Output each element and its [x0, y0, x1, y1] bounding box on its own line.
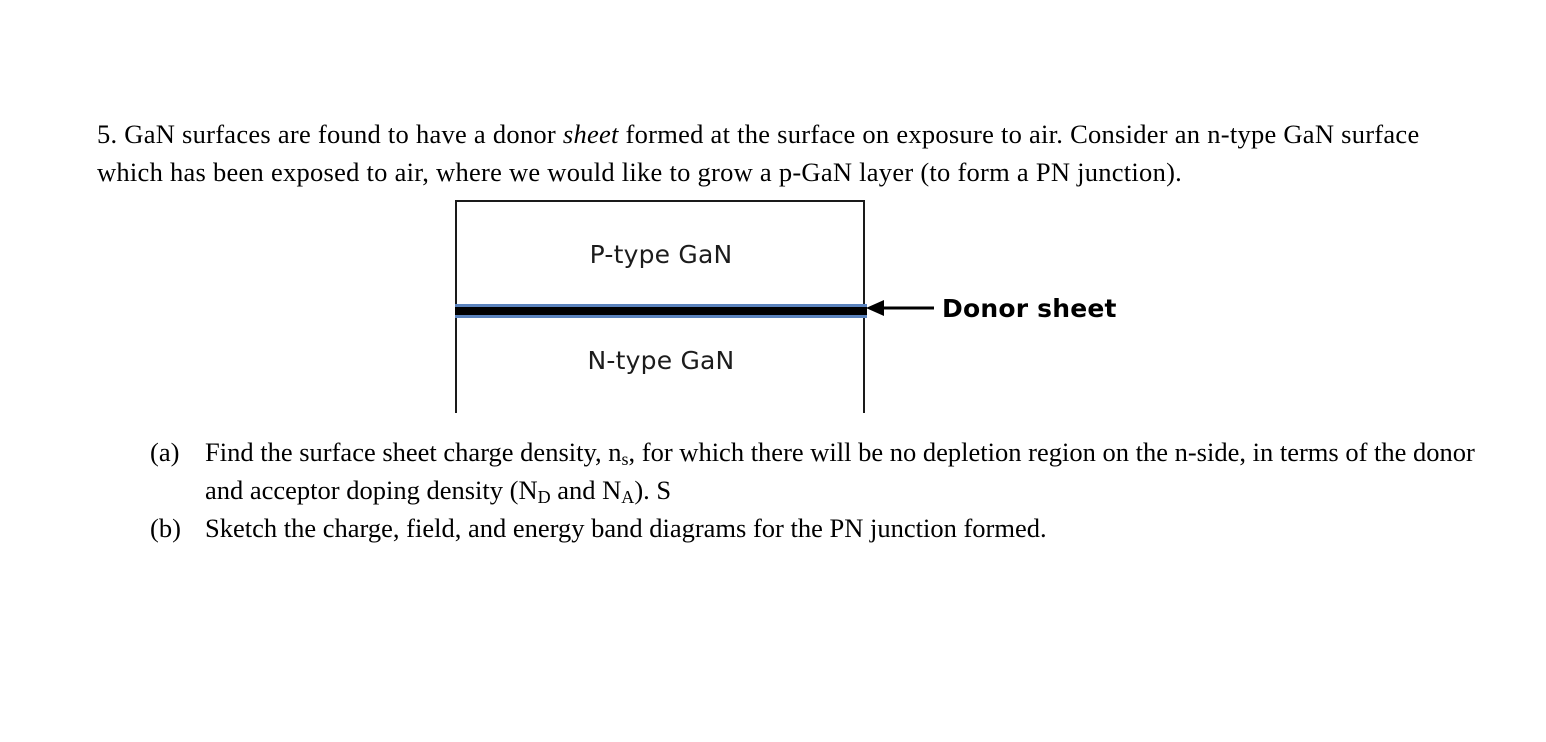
- question-a-segment-3: and N: [550, 475, 622, 505]
- donor-sheet-line: [455, 304, 867, 318]
- donor-sheet-core: [455, 307, 867, 315]
- question-a-segment-4: ). S: [634, 475, 672, 505]
- question-a-segment-2: , for which there will be no depletion r…: [205, 437, 1475, 505]
- intro-emphasis-sheet: sheet: [562, 118, 619, 149]
- question-list: (a) Find the surface sheet charge densit…: [150, 433, 1510, 547]
- intro-text-part1: 5. GaN surfaces are found to have a dono…: [97, 118, 563, 149]
- intro-paragraph: 5. GaN surfaces are found to have a dono…: [97, 115, 1473, 191]
- pn-junction-figure: P-type GaN N-type GaN: [455, 200, 867, 414]
- question-text-b: Sketch the charge, field, and energy ban…: [205, 513, 1047, 543]
- question-a-subscript-a: A: [621, 486, 635, 507]
- question-item-a: (a) Find the surface sheet charge densit…: [150, 433, 1510, 509]
- question-a-segment-1: Find the surface sheet charge density, n: [205, 437, 622, 467]
- intro-text-part2: formed at the surface on exposure to air…: [97, 118, 1420, 187]
- question-marker-b: (b): [150, 513, 181, 543]
- question-item-b: (b) Sketch the charge, field, and energy…: [150, 509, 1510, 547]
- question-text-a: Find the surface sheet charge density, n…: [205, 433, 1510, 509]
- question-a-subscript-d: D: [537, 486, 551, 507]
- donor-sheet-label: Donor sheet: [942, 294, 1117, 323]
- left-arrow-icon: [866, 300, 934, 316]
- question-a-subscript-s: s: [621, 448, 629, 469]
- n-type-layer-label: N-type GaN: [587, 346, 735, 375]
- question-marker-a: (a): [150, 437, 180, 467]
- p-type-layer-label: P-type GaN: [589, 240, 733, 269]
